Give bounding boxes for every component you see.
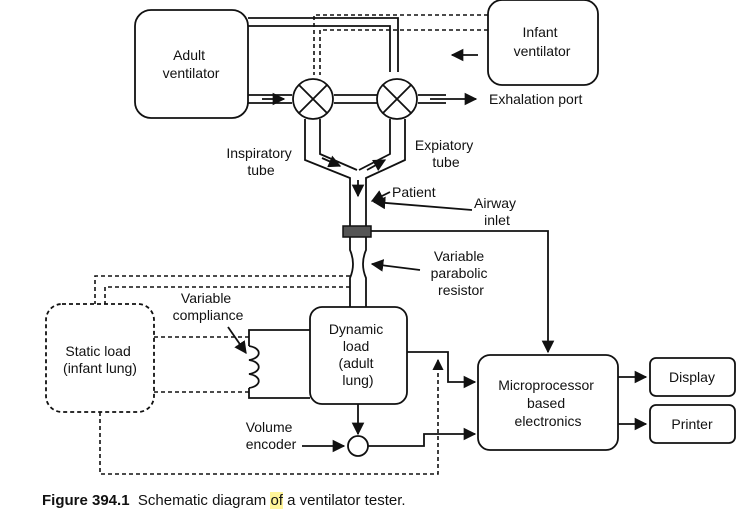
compliance-pointer	[227, 326, 247, 355]
inspiratory-flow-arrow	[321, 155, 342, 168]
microprocessor-label: Microprocessor based electronics	[498, 377, 598, 429]
volume-encoder	[347, 435, 369, 457]
printer-label: Printer	[671, 416, 713, 432]
microprocessor-box	[477, 354, 619, 451]
ventilator-tester-diagram: Adult ventilator Infant ventilator Stati…	[45, 0, 736, 475]
inspiratory-tube	[304, 119, 358, 200]
caption-text-after: a ventilator tester.	[287, 492, 406, 509]
volume-encoder-label: Volume encoder	[246, 419, 297, 452]
static-load-line-inner	[104, 286, 350, 304]
static-load-line-outer	[94, 275, 350, 304]
adult-ventilator-label: Adult ventilator	[163, 47, 220, 81]
compliance-bottom-wire	[248, 388, 310, 399]
compliance-label: Variable compliance	[173, 290, 244, 323]
infant-ventilator-loop	[313, 14, 488, 75]
figure-caption: Figure 394.1 Schematic diagram of a vent…	[42, 492, 406, 509]
patient-airway	[349, 200, 367, 226]
dynamic-load-label: Dynamic load (adult lung)	[329, 321, 387, 388]
patient-pointer	[370, 190, 391, 202]
static-load-label: Static load (infant lung)	[63, 343, 137, 376]
adult-ventilator-loop	[248, 17, 399, 72]
printer-box	[649, 404, 736, 444]
patient-label: Patient	[392, 184, 436, 200]
display-label: Display	[669, 369, 715, 385]
parabolic-resistor	[349, 237, 367, 307]
exhalation-tube	[418, 94, 446, 104]
inspiratory-valve	[292, 78, 334, 120]
expiratory-tube-label: Expiatory tube	[415, 137, 477, 170]
compliance-coil	[248, 345, 260, 389]
inspiratory-tube-label: Inspiratory tube	[226, 145, 295, 178]
encoder-signal-line	[368, 427, 477, 447]
dynamic-load-signal-line	[407, 351, 477, 389]
airway-inlet-sensor	[342, 225, 372, 238]
static-load-signal-line	[99, 358, 444, 475]
resistor-label: Variable parabolic resistor	[431, 248, 492, 298]
figure-number: Figure 394.1	[42, 492, 130, 509]
expiratory-valve	[376, 78, 418, 120]
resistor-pointer	[370, 259, 421, 272]
infant-ventilator-box	[487, 0, 599, 86]
exhalation-port-label: Exhalation port	[489, 91, 583, 107]
airway-inlet-label: Airway inlet	[474, 195, 520, 228]
valve-link-tube	[334, 94, 377, 104]
adult-ventilator-box	[134, 9, 249, 119]
airway-inlet-pointer	[372, 196, 473, 211]
caption-text-before: Schematic diagram	[137, 492, 267, 509]
airway-signal-line	[371, 230, 555, 354]
caption-highlight: of	[270, 492, 283, 509]
expiratory-flow-arrow	[366, 159, 387, 172]
compliance-top-wire	[248, 329, 310, 346]
infant-ventilator-label: Infant ventilator	[514, 24, 571, 59]
display-box	[649, 357, 736, 397]
